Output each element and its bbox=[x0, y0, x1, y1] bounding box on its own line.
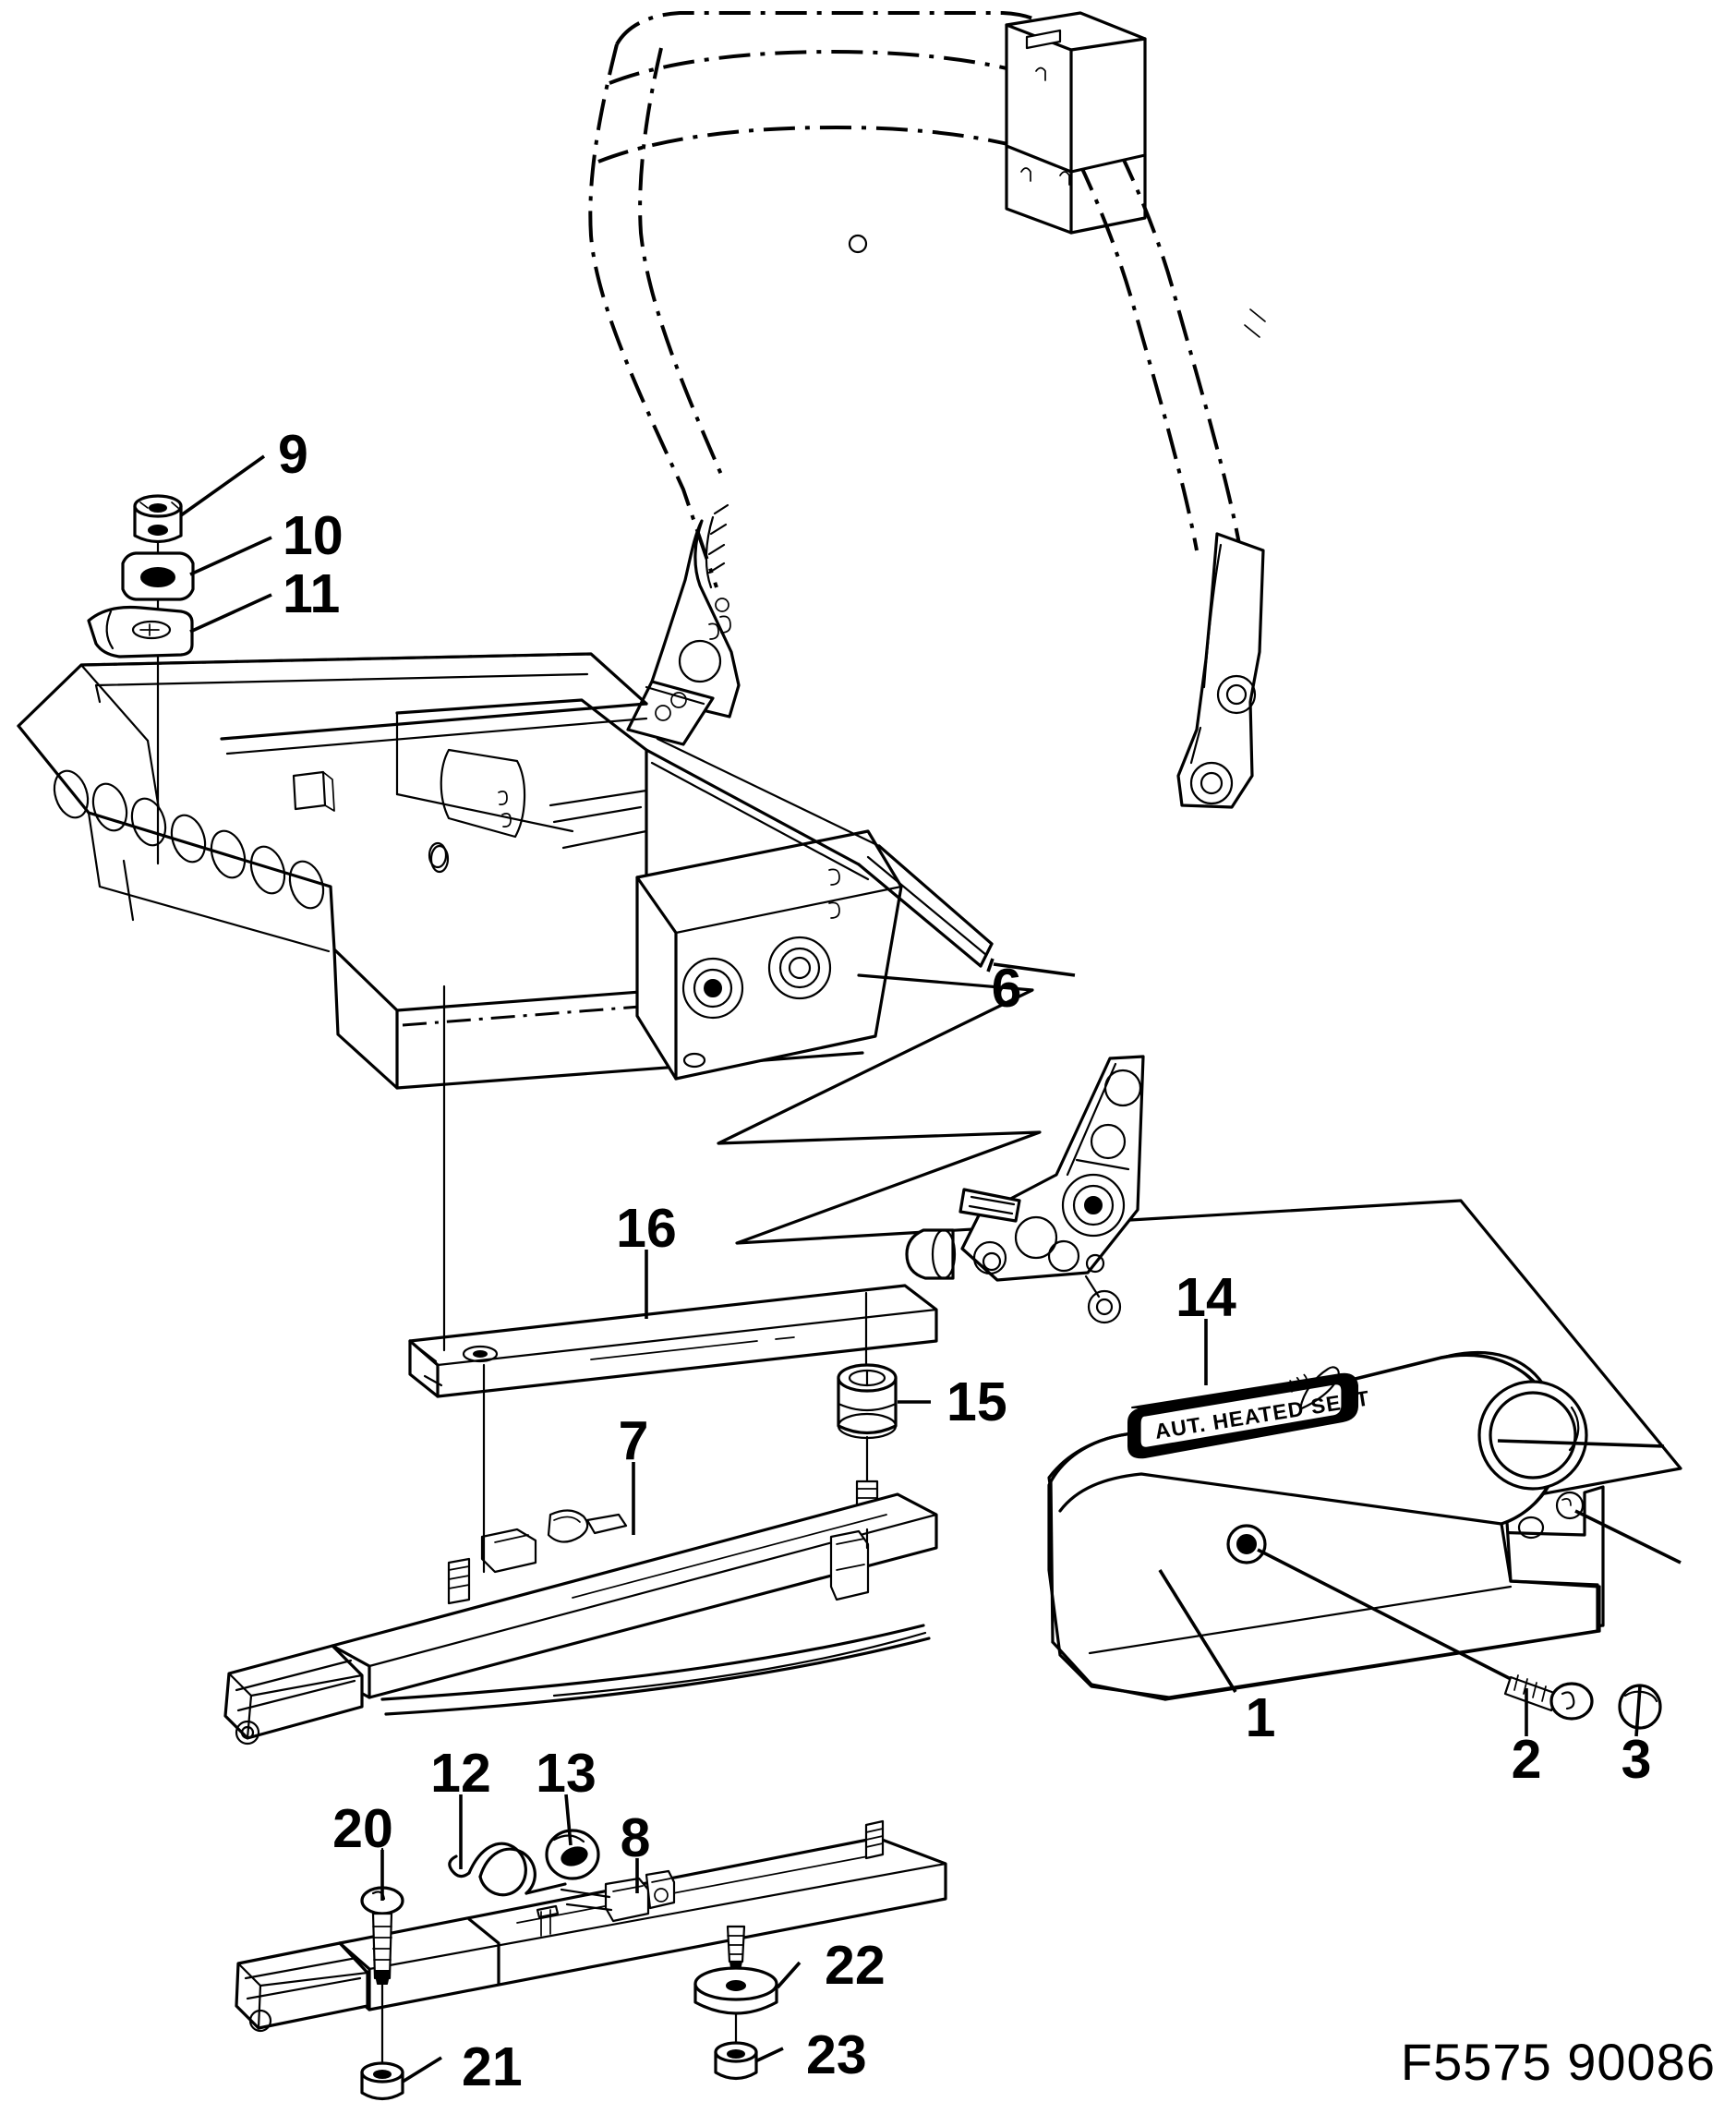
callout-7: 7 bbox=[619, 1410, 649, 1471]
callout-14: 14 bbox=[1175, 1267, 1236, 1328]
spring-retainer-bush-part-13 bbox=[545, 1829, 600, 1880]
callout-13: 13 bbox=[536, 1743, 597, 1804]
leader-22 bbox=[776, 1961, 802, 1989]
assembly-projection-lines bbox=[442, 985, 869, 1574]
tension-spring-part-12 bbox=[448, 1842, 567, 1897]
leader-11 bbox=[189, 593, 272, 634]
figure-code: F5575 90086 bbox=[1401, 2033, 1716, 2091]
washer-plate-part-10 bbox=[121, 551, 195, 601]
callout-6: 6 bbox=[992, 958, 1022, 1019]
lock-nut-part-9 bbox=[133, 494, 183, 544]
callout-9: 9 bbox=[278, 424, 308, 485]
heated-seat-pictogram bbox=[1289, 1366, 1340, 1410]
cross-channel-part-16 bbox=[408, 1284, 938, 1398]
leader-10 bbox=[189, 536, 272, 576]
callout-12: 12 bbox=[430, 1743, 491, 1804]
callout-10: 10 bbox=[283, 505, 344, 566]
leader-6b bbox=[993, 962, 1076, 977]
callout-3: 3 bbox=[1621, 1729, 1652, 1790]
callout-leader-lines bbox=[179, 454, 1642, 2084]
trim-screw-part-2 bbox=[1503, 1674, 1594, 1721]
callout-8: 8 bbox=[621, 1807, 651, 1868]
seat-back-frame-phantom bbox=[588, 11, 1266, 588]
leader-1 bbox=[1158, 1569, 1237, 1693]
callout-22: 22 bbox=[825, 1935, 886, 1996]
lock-nut-part-23 bbox=[714, 2041, 758, 2081]
callout-20: 20 bbox=[332, 1798, 393, 1859]
leader-21 bbox=[402, 2056, 442, 2084]
lower-fastener-stack bbox=[693, 1925, 778, 2081]
callout-2: 2 bbox=[1512, 1729, 1542, 1790]
lower-rail-assembly bbox=[235, 1819, 947, 2033]
leader-13 bbox=[564, 1794, 573, 1846]
callout-numbers: 1 2 3 6 7 8 9 10 11 12 13 14 15 16 20 21… bbox=[278, 424, 1651, 2097]
callout-15: 15 bbox=[946, 1371, 1007, 1432]
leader-3 bbox=[1634, 1685, 1642, 1737]
callout-11: 11 bbox=[283, 563, 340, 624]
callout-23: 23 bbox=[806, 2024, 867, 2085]
flat-washer-part-22 bbox=[693, 1966, 778, 2015]
leader-9 bbox=[179, 454, 266, 517]
callout-16: 16 bbox=[616, 1198, 677, 1259]
seat-pan-under-panel bbox=[717, 973, 1682, 1576]
left-belt-anchor-bracket bbox=[626, 503, 741, 746]
leader-6 bbox=[986, 958, 995, 972]
leader-23 bbox=[754, 2047, 784, 2063]
callout-1: 1 bbox=[1246, 1687, 1276, 1748]
callout-21: 21 bbox=[462, 2036, 523, 2097]
seat-rail-assembly-part-7 bbox=[223, 1492, 938, 1746]
headrest-guide-block bbox=[1005, 11, 1147, 235]
hex-nut-part-21 bbox=[360, 2061, 404, 2101]
anchor-bracket-part-11 bbox=[87, 605, 194, 658]
recliner-hinge-mechanism bbox=[905, 1055, 1145, 1324]
seat-rail-cover-strip-part-6 bbox=[645, 737, 994, 968]
hardware-stack-9-10-11 bbox=[87, 494, 195, 865]
seat-pan-frame bbox=[17, 652, 903, 1090]
right-seat-back-bracket bbox=[1176, 532, 1265, 809]
